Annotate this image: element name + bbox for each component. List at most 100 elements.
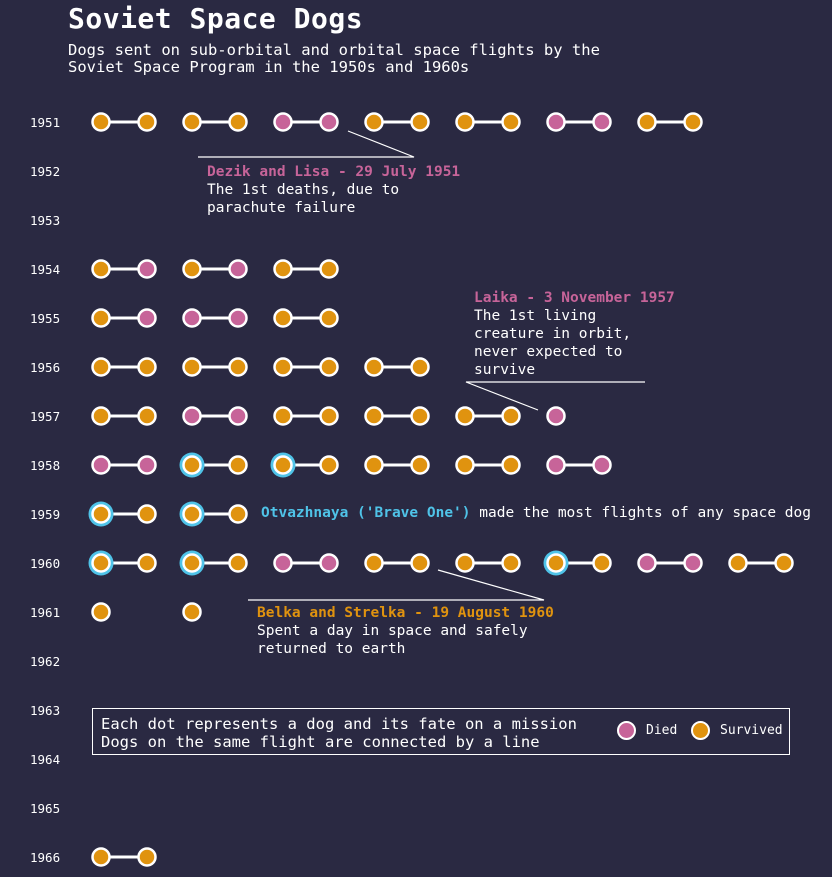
dog-died-dot — [228, 259, 248, 279]
dog-survived-dot — [182, 553, 202, 573]
dog-survived-dot — [228, 112, 248, 132]
dog-died-dot — [137, 259, 157, 279]
annotation-heading: Laika - 3 November 1957 — [474, 290, 675, 306]
dog-survived-dot — [501, 112, 521, 132]
dog-survived-dot — [592, 553, 612, 573]
dog-survived-dot — [364, 455, 384, 475]
subtitle-line: Soviet Space Program in the 1950s and 19… — [68, 58, 470, 76]
annotation-dezik: Dezik and Lisa - 29 July 1951 The 1st de… — [207, 163, 460, 217]
dog-survived-dot — [91, 406, 111, 426]
dog-died-dot — [592, 112, 612, 132]
dog-survived-dot — [137, 406, 157, 426]
year-label: 1963 — [30, 703, 60, 718]
annotation-belka: Belka and Strelka - 19 August 1960 Spent… — [257, 604, 554, 658]
dog-survived-dot — [774, 553, 794, 573]
died-swatch — [617, 721, 636, 740]
dog-survived-dot — [410, 406, 430, 426]
belka-leader — [248, 569, 545, 601]
dog-survived-dot — [182, 357, 202, 377]
dog-survived-dot — [501, 406, 521, 426]
laika-leader — [465, 381, 645, 411]
dog-survived-dot — [91, 847, 111, 867]
legend-line: Dogs on the same flight are connected by… — [101, 733, 540, 751]
dog-survived-dot — [410, 112, 430, 132]
dog-survived-dot — [91, 112, 111, 132]
year-label: 1953 — [30, 213, 60, 228]
dog-survived-dot — [137, 504, 157, 524]
dog-died-dot — [637, 553, 657, 573]
dog-died-dot — [319, 112, 339, 132]
dog-survived-dot — [137, 553, 157, 573]
dog-survived-dot — [410, 357, 430, 377]
dog-died-dot — [91, 455, 111, 475]
legend-text: Each dot represents a dog and its fate o… — [101, 715, 577, 751]
dog-survived-dot — [455, 406, 475, 426]
dog-survived-dot — [728, 553, 748, 573]
dog-survived-dot — [182, 602, 202, 622]
dog-died-dot — [228, 406, 248, 426]
dog-survived-dot — [546, 553, 566, 573]
dog-survived-dot — [364, 406, 384, 426]
survived-swatch — [691, 721, 710, 740]
year-label: 1960 — [30, 556, 60, 571]
annotation-text: creature in orbit, — [474, 326, 632, 342]
dog-survived-dot — [364, 553, 384, 573]
year-label: 1956 — [30, 360, 60, 375]
legend-line: Each dot represents a dog and its fate o… — [101, 715, 577, 733]
dog-survived-dot — [273, 259, 293, 279]
dog-survived-dot — [364, 112, 384, 132]
legend-survived: Survived — [691, 721, 783, 740]
dog-died-dot — [137, 455, 157, 475]
annotation-heading: Belka and Strelka - 19 August 1960 — [257, 605, 554, 621]
year-label: 1951 — [30, 115, 60, 130]
year-label: 1965 — [30, 801, 60, 816]
dog-survived-dot — [319, 455, 339, 475]
annotation-otvazhnaya: Otvazhnaya ('Brave One') made the most f… — [261, 504, 811, 522]
annotation-text: survive — [474, 362, 536, 378]
dog-survived-dot — [273, 308, 293, 328]
dog-died-dot — [182, 406, 202, 426]
dog-died-dot — [546, 112, 566, 132]
dog-died-dot — [546, 455, 566, 475]
dog-died-dot — [319, 553, 339, 573]
dog-survived-dot — [228, 455, 248, 475]
dog-survived-dot — [91, 504, 111, 524]
dog-survived-dot — [91, 357, 111, 377]
dog-survived-dot — [137, 847, 157, 867]
year-label: 1958 — [30, 458, 60, 473]
dog-died-dot — [273, 112, 293, 132]
dog-survived-dot — [228, 357, 248, 377]
dog-survived-dot — [637, 112, 657, 132]
annotation-text: The 1st deaths, due to — [207, 182, 400, 198]
dog-died-dot — [546, 406, 566, 426]
dog-survived-dot — [319, 259, 339, 279]
dog-survived-dot — [91, 553, 111, 573]
annotation-laika: Laika - 3 November 1957 The 1st living c… — [474, 289, 675, 379]
dog-survived-dot — [137, 112, 157, 132]
dog-survived-dot — [319, 406, 339, 426]
year-label: 1954 — [30, 262, 60, 277]
legend-died-label: Died — [646, 723, 678, 738]
dog-died-dot — [228, 308, 248, 328]
dog-survived-dot — [273, 357, 293, 377]
dog-died-dot — [137, 308, 157, 328]
annotation-text: returned to earth — [257, 641, 406, 657]
dog-survived-dot — [683, 112, 703, 132]
annotation-text: The 1st living — [474, 308, 597, 324]
dezik-leader — [198, 130, 415, 158]
dog-survived-dot — [455, 112, 475, 132]
chart-subtitle: Dogs sent on sub-orbital and orbital spa… — [68, 42, 708, 76]
legend-died: Died — [617, 721, 677, 740]
annotation-text: made the most flights of any space dog — [479, 505, 811, 521]
dog-survived-dot — [455, 455, 475, 475]
legend-survived-label: Survived — [720, 723, 783, 738]
dog-survived-dot — [182, 504, 202, 524]
dog-died-dot — [273, 553, 293, 573]
year-label: 1962 — [30, 654, 60, 669]
dog-survived-dot — [182, 112, 202, 132]
dog-survived-dot — [228, 553, 248, 573]
dog-survived-dot — [501, 553, 521, 573]
dog-survived-dot — [273, 455, 293, 475]
year-label: 1964 — [30, 752, 60, 767]
